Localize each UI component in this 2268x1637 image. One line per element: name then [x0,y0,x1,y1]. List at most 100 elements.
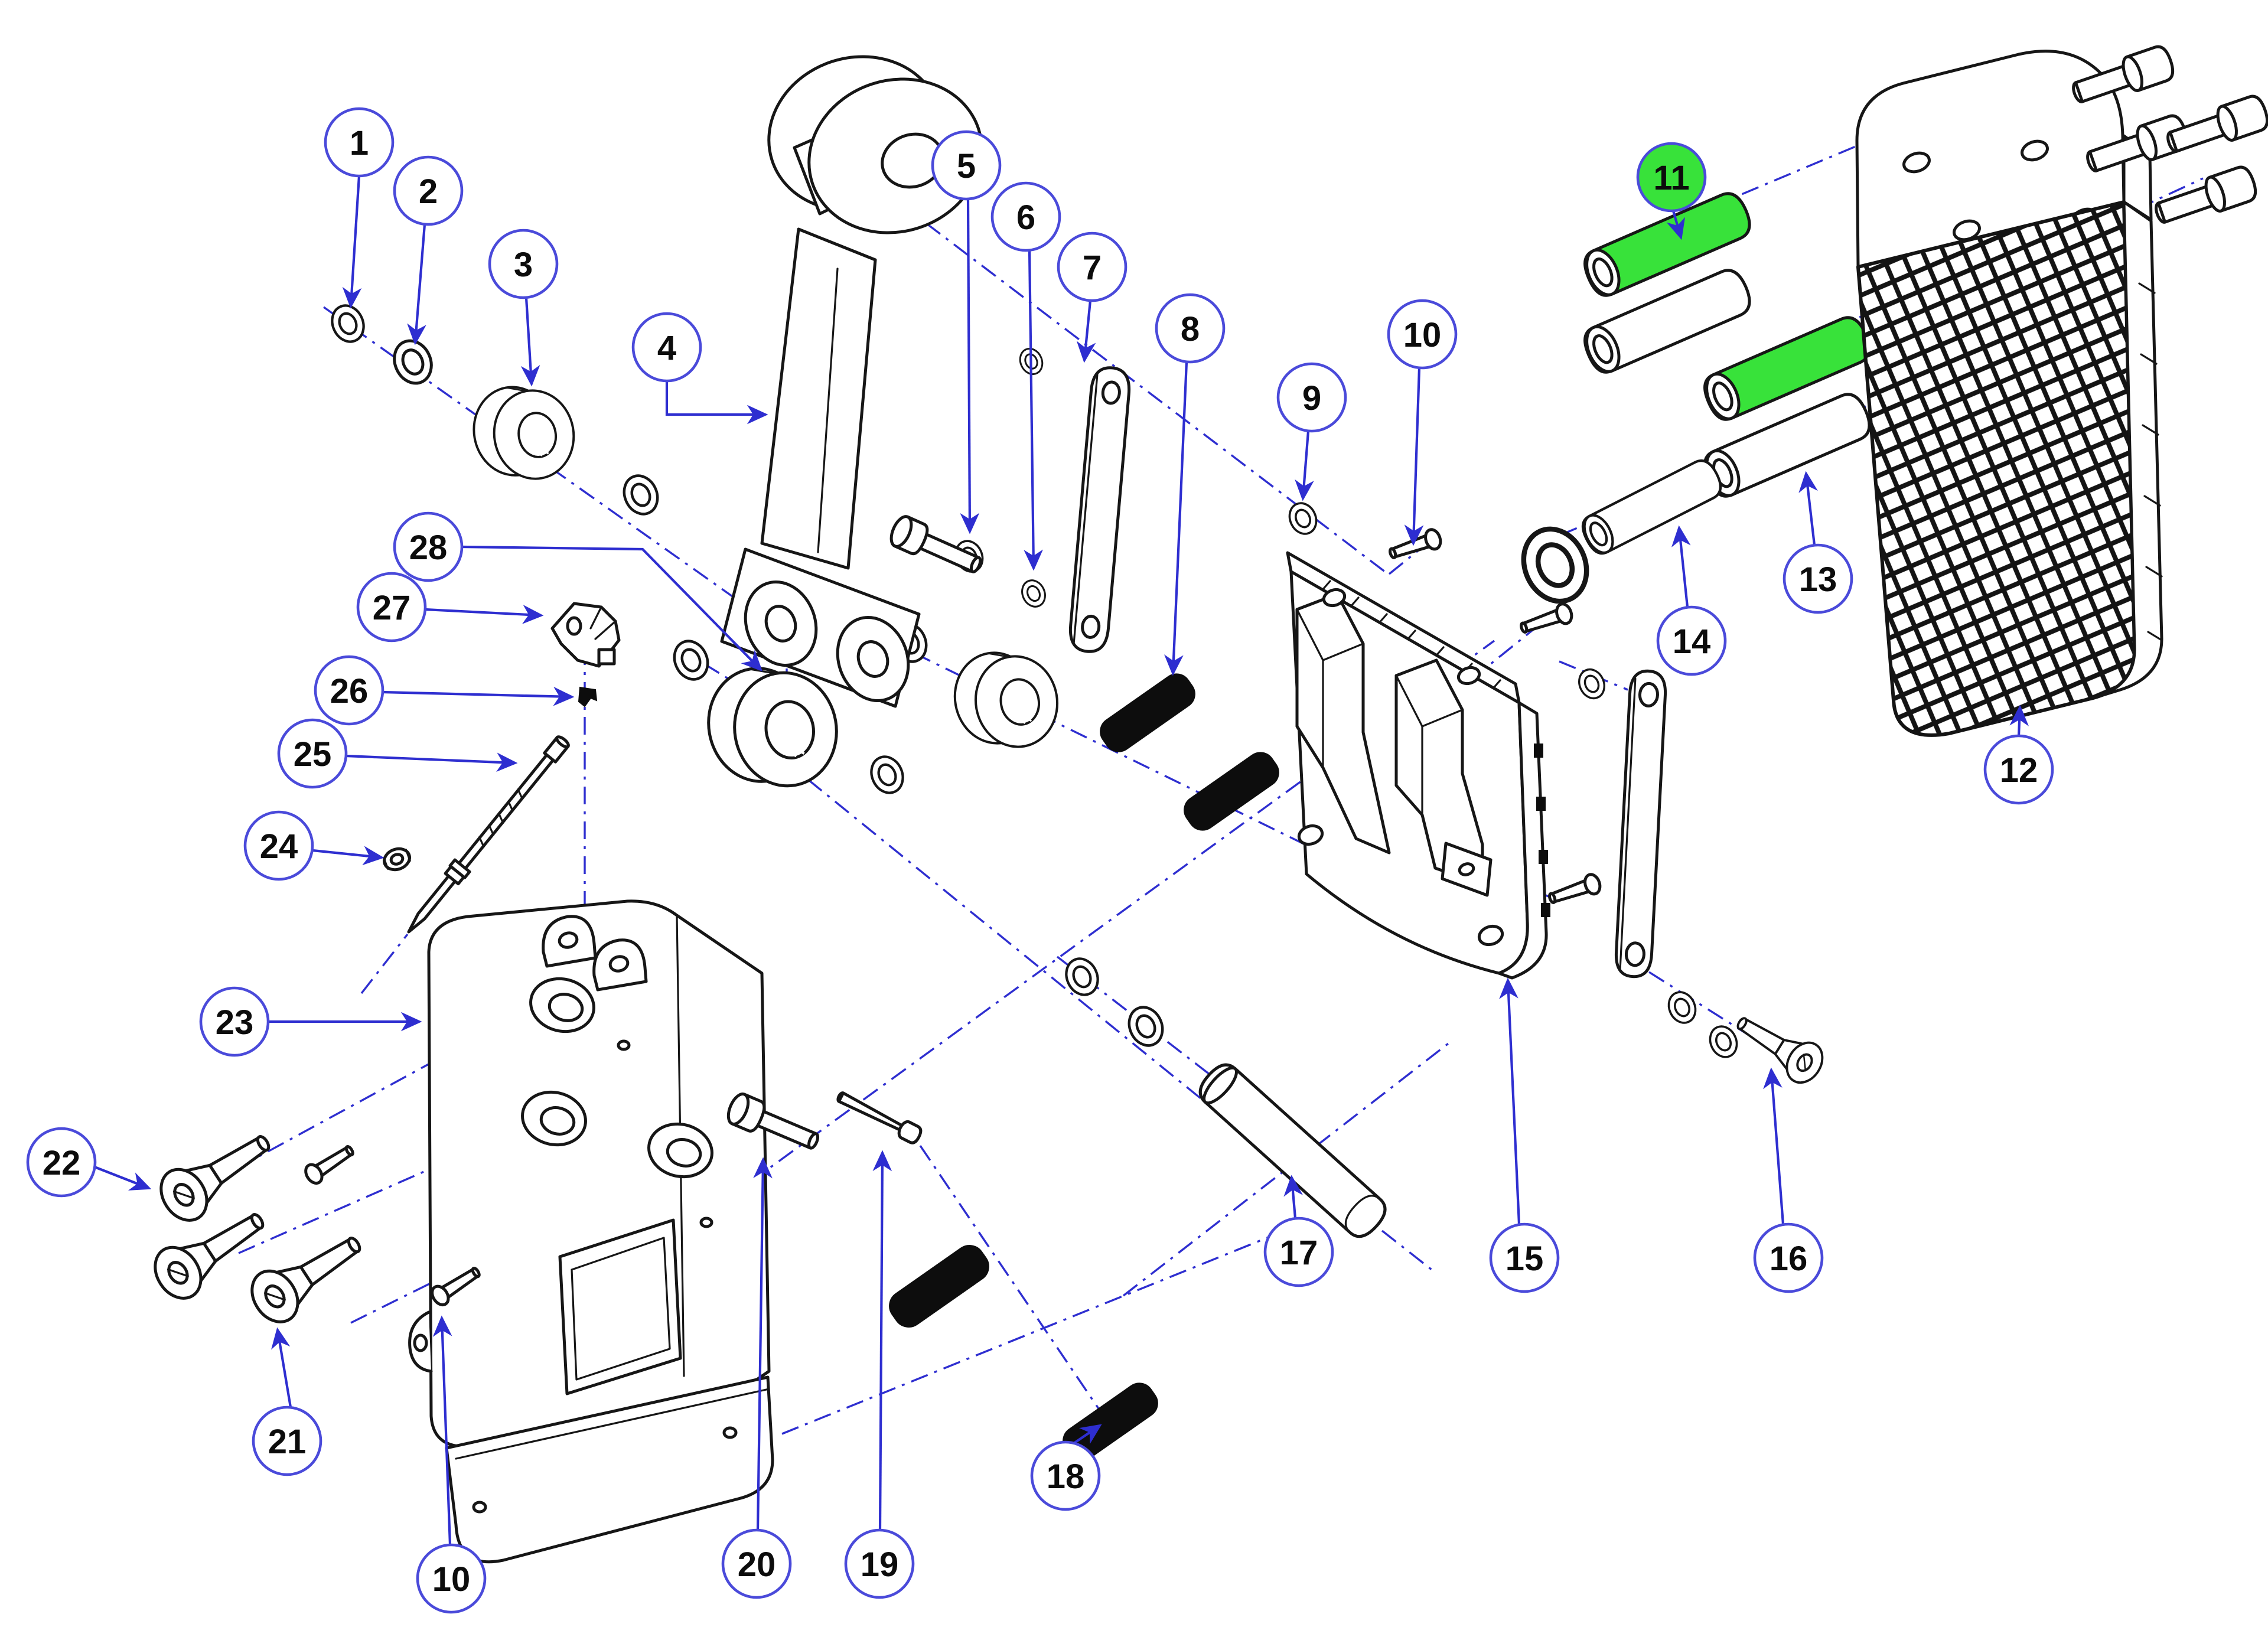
washer [618,471,663,520]
small-screw [1547,872,1602,908]
callout-balloon-27 [356,572,427,643]
callout-25: 25 [277,718,518,789]
callout-number-15: 15 [1506,1240,1544,1278]
callout-balloon-19 [844,1528,915,1599]
oring-2 [388,335,438,389]
callout-balloon-10 [1387,299,1458,370]
flat-screw-22 [152,1118,282,1229]
callout-10: 10 [416,1315,487,1614]
callout-number-14: 14 [1673,622,1711,661]
callout-balloon-21 [252,1406,322,1476]
tube-14 [1583,269,1751,374]
callout-number-3: 3 [514,246,533,284]
callout-balloon-2 [393,155,464,226]
callout-balloon-24 [243,810,314,881]
callout-12: 12 [1983,705,2054,805]
callout-balloon-8 [1155,293,1226,364]
washer-9 [1283,498,1322,539]
small-screw [302,1141,357,1186]
washer-6 [1017,575,1050,612]
callout-number-7: 7 [1083,249,1102,287]
callout-balloon-6 [990,181,1061,252]
set-screw [883,1239,995,1333]
callout-number-21: 21 [268,1423,307,1461]
callout-number-5: 5 [957,147,976,185]
callout-7: 7 [1057,231,1128,363]
callout-10: 10 [1387,299,1458,546]
callout-balloon-7 [1057,231,1128,302]
callout-balloon-28 [393,511,464,582]
callout-number-20: 20 [738,1545,776,1584]
callout-9: 9 [1276,362,1347,501]
callout-balloon-18 [1030,1440,1101,1511]
oring-1 [327,301,369,347]
callout-balloon-17 [1263,1217,1334,1287]
callout-3: 3 [488,229,559,387]
callout-number-16: 16 [1770,1240,1808,1278]
housing-23 [408,899,774,1564]
callout-balloon-3 [488,229,559,299]
set-screw [1178,746,1285,837]
pin-17 [1198,1063,1387,1238]
callout-number-17: 17 [1280,1234,1318,1272]
callout-18: 18 [1030,1424,1102,1511]
callout-13: 13 [1783,471,1853,614]
link-7 [1068,366,1131,653]
callout-number-23: 23 [216,1003,254,1042]
callout-balloon-13 [1783,543,1853,614]
callout-number-6: 6 [1016,198,1035,237]
callout-balloon-4 [631,312,702,383]
callout-balloon-5 [931,130,1002,201]
callout-23: 23 [199,986,422,1057]
screw-10-top [1387,527,1443,563]
plunger-26 [578,686,598,707]
callout-8: 8 [1155,293,1226,676]
callout-number-13: 13 [1799,560,1837,599]
callout-15: 15 [1489,977,1560,1293]
callout-number-10: 10 [432,1560,471,1599]
washer [1663,987,1702,1028]
callout-balloon-14 [1656,605,1727,676]
callout-balloon-22 [26,1127,97,1198]
callout-16: 16 [1753,1067,1824,1293]
callout-number-2: 2 [419,172,438,211]
callout-11: 11 [1636,142,1707,240]
gripper-pad-12 [1855,50,2163,737]
tube-11a [1583,192,1751,297]
callout-20: 20 [721,1157,792,1599]
rod-25 [407,735,570,934]
callout-number-22: 22 [43,1144,81,1182]
tube-white [1582,459,1722,555]
callout-1: 1 [324,107,395,309]
callout-balloon-12 [1983,734,2054,805]
tube-11b [1703,316,1871,421]
callout-balloon-20 [721,1528,792,1599]
callout-number-18: 18 [1047,1457,1085,1496]
callout-number-1: 1 [350,124,369,162]
callout-4: 4 [631,312,768,425]
callout-number-10: 10 [1403,316,1442,354]
callout-24: 24 [243,810,384,881]
washer [1573,664,1610,703]
callout-2: 2 [393,155,464,345]
stud-19 [836,1091,923,1144]
callout-22: 22 [26,1127,152,1198]
callout-balloon-10 [416,1543,487,1614]
oring [1061,954,1103,1000]
washer [669,636,713,685]
callout-27: 27 [356,572,544,643]
callout-number-8: 8 [1181,310,1200,348]
callout-14: 14 [1656,525,1727,676]
callout-balloon-26 [314,655,384,726]
callout-number-26: 26 [330,672,369,710]
callout-26: 26 [314,655,575,726]
link-right [1615,669,1667,979]
flat-screw-21 [243,1220,373,1331]
oring [1123,1002,1168,1051]
jaw-plate-15 [1286,551,1550,980]
swing-arm-4 [720,55,983,708]
callout-28: 28 [393,511,763,672]
tube-cluster [1582,192,1871,555]
